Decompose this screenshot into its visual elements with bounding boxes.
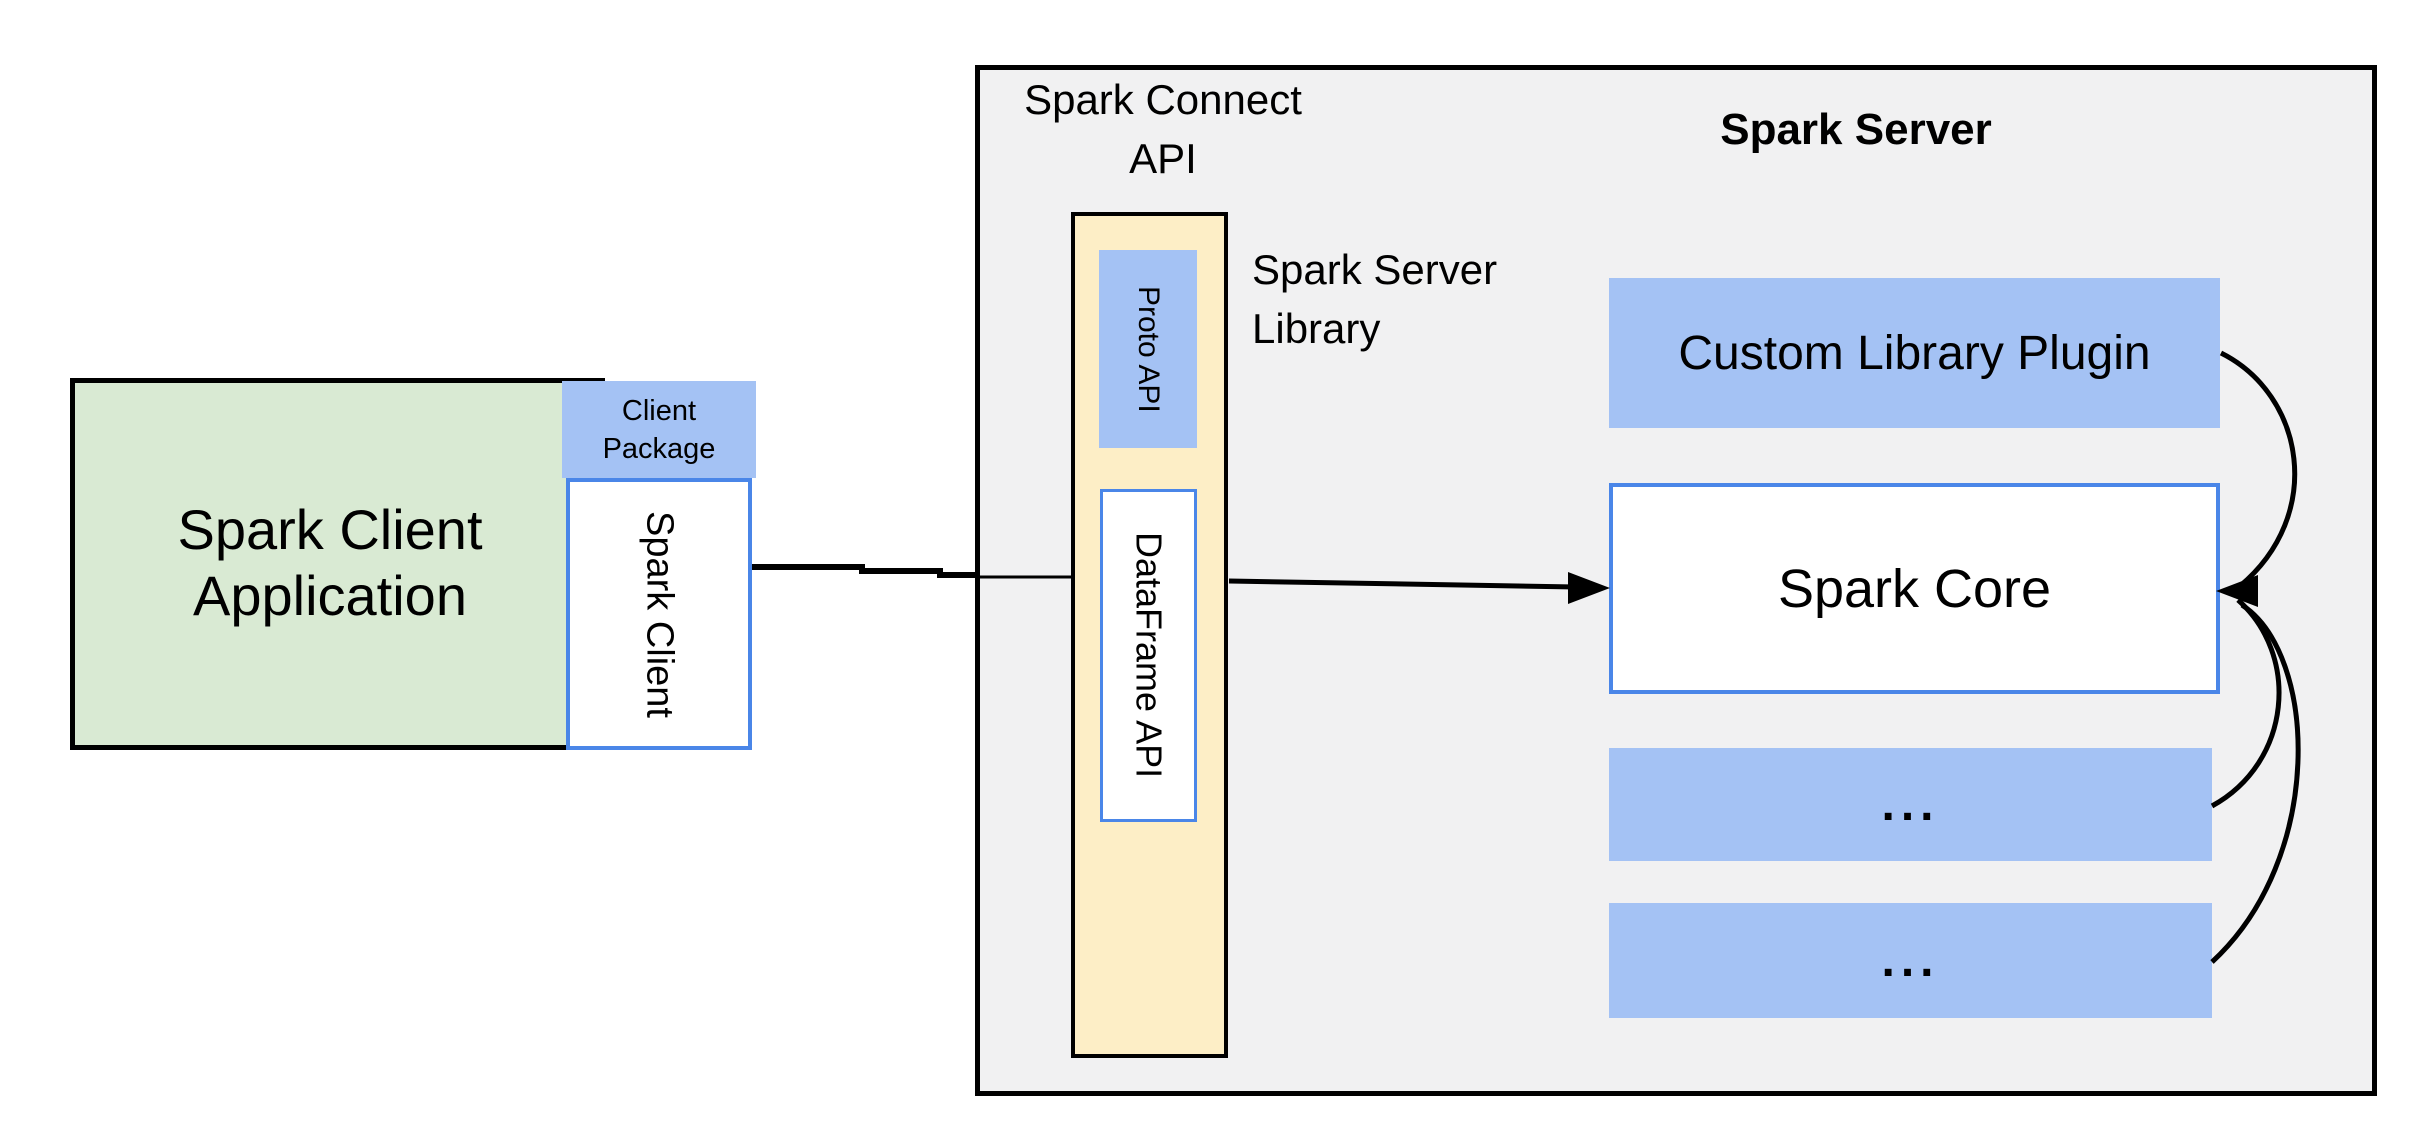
spark-core-box: Spark Core bbox=[1609, 483, 2220, 694]
plugin-slot-2-box: ... bbox=[1609, 903, 2212, 1018]
plugin-slot-2-label: ... bbox=[1881, 934, 1940, 987]
spark-client-box: Spark Client bbox=[566, 478, 752, 750]
client-package-label: Client Package bbox=[602, 394, 716, 465]
plugin-slot-1-box: ... bbox=[1609, 748, 2212, 861]
spark-connect-api-label: Spark Connect API bbox=[1024, 76, 1302, 182]
spark-client-application-box bbox=[70, 378, 605, 750]
spark-client-application-label: Spark Client Application bbox=[177, 498, 483, 627]
proto-api-box: Proto API bbox=[1099, 250, 1197, 448]
plugin-slot-1-label: ... bbox=[1881, 778, 1940, 831]
custom-library-plugin-box: Custom Library Plugin bbox=[1609, 278, 2220, 428]
spark-client-label: Spark Client bbox=[638, 510, 681, 718]
client-package-box: Client Package bbox=[562, 381, 756, 478]
proto-api-label: Proto API bbox=[1132, 285, 1165, 413]
spark-server-title: Spark Server bbox=[1720, 105, 1992, 154]
spark-core-label: Spark Core bbox=[1777, 558, 2052, 619]
client-to-connect-api-line bbox=[752, 564, 978, 578]
dataframe-api-label: DataFrame API bbox=[1128, 532, 1170, 779]
custom-library-plugin-label: Custom Library Plugin bbox=[1678, 326, 2151, 380]
spark-server-library-label: Spark Server Library bbox=[1252, 246, 1498, 352]
dataframe-api-box: DataFrame API bbox=[1100, 489, 1197, 822]
